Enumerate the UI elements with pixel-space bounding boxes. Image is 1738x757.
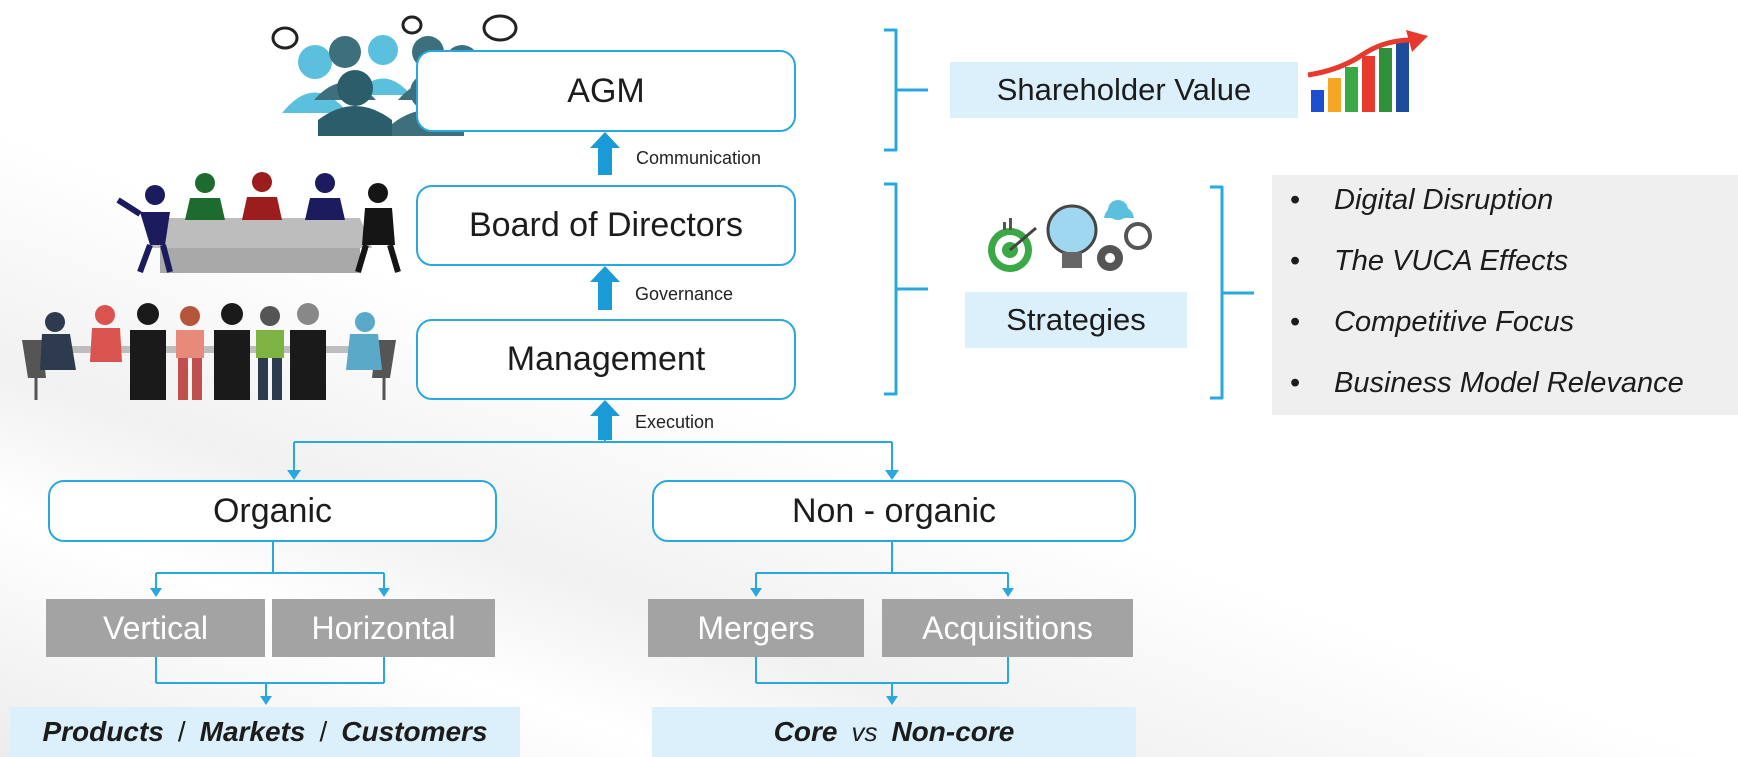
non-organic-join-connector: [755, 657, 1009, 698]
markets-label: Markets: [199, 716, 306, 747]
arrow-to-non-organic-outcome: [886, 696, 898, 705]
execution-split-connector: [293, 437, 893, 470]
slash-separator: /: [177, 716, 186, 747]
mergers-box: Mergers: [648, 599, 864, 657]
non-organic-split-connector: [755, 542, 1009, 590]
arrow-to-organic-outcome: [260, 696, 272, 705]
non-organic-box: Non - organic: [652, 480, 1136, 542]
organic-outcome-box: Products / Markets / Customers: [10, 707, 520, 757]
acquisitions-label: Acquisitions: [922, 609, 1093, 646]
management-team-icon: [22, 303, 396, 400]
arrow-to-organic: [287, 470, 301, 480]
bullet-dot: •: [1290, 306, 1301, 338]
bullet-dot: •: [1290, 367, 1301, 399]
vertical-box: Vertical: [46, 599, 265, 657]
agm-label: AGM: [567, 71, 645, 110]
products-label: Products: [42, 716, 164, 747]
customers-label: Customers: [341, 716, 488, 747]
vertical-label: Vertical: [103, 609, 208, 646]
shareholder-value-label: Shareholder Value: [996, 72, 1252, 107]
shareholder-bracket: [884, 28, 928, 152]
core-label: Core: [773, 716, 838, 747]
agm-box: AGM: [416, 50, 796, 132]
execution-label: Execution: [635, 412, 715, 432]
horizontal-label: Horizontal: [311, 609, 456, 646]
strategy-item-label: The VUCA Effects: [1334, 245, 1569, 277]
governance-arrow: [590, 266, 620, 310]
strategy-items-bracket: [1210, 185, 1254, 400]
horizontal-box: Horizontal: [272, 599, 495, 657]
vs-label: vs: [851, 716, 878, 747]
shareholder-value-pill: Shareholder Value: [950, 62, 1298, 118]
non-core-label: Non-core: [891, 716, 1015, 747]
strategy-item: • Digital Disruption: [1290, 184, 1553, 217]
acquisitions-box: Acquisitions: [882, 599, 1133, 657]
board-meeting-icon: [116, 172, 401, 274]
communication-label: Communication: [636, 148, 762, 168]
arrow-to-horizontal: [378, 588, 390, 597]
bar-chart-icon: [1307, 30, 1428, 112]
arrow-to-acquisitions: [1002, 588, 1014, 597]
non-organic-outcome-box: Core vs Non-core: [652, 707, 1136, 757]
strategies-pill: Strategies: [965, 292, 1187, 348]
management-label: Management: [506, 340, 706, 378]
strategies-bracket: [884, 182, 928, 396]
strategy-item-label: Competitive Focus: [1334, 306, 1575, 338]
organic-box: Organic: [48, 480, 497, 542]
bullet-dot: •: [1290, 245, 1301, 277]
strategies-label: Strategies: [1006, 302, 1146, 337]
management-box: Management: [416, 319, 796, 400]
strategy-items-panel: [1272, 175, 1738, 415]
strategy-item: • Competitive Focus: [1290, 306, 1574, 339]
strategy-item-label: Business Model Relevance: [1334, 367, 1684, 399]
strategies-icon: [988, 200, 1152, 272]
strategy-item: • The VUCA Effects: [1290, 245, 1568, 278]
organic-label: Organic: [212, 491, 333, 530]
execution-arrow: [590, 400, 620, 440]
arrow-to-mergers: [750, 588, 762, 597]
strategy-item: • Business Model Relevance: [1290, 367, 1684, 400]
governance-label: Governance: [635, 284, 734, 304]
non-organic-label: Non - organic: [791, 491, 997, 530]
board-of-directors-box: Board of Directors: [416, 185, 796, 266]
communication-arrow: [590, 132, 620, 175]
arrow-to-vertical: [150, 588, 162, 597]
mergers-label: Mergers: [697, 609, 815, 646]
board-of-directors-label: Board of Directors: [469, 206, 743, 244]
organic-split-connector: [155, 542, 385, 590]
organic-join-connector: [155, 657, 385, 698]
bullet-dot: •: [1290, 184, 1301, 216]
slash-separator: /: [319, 716, 328, 747]
arrow-to-non-organic: [885, 470, 899, 480]
strategy-item-label: Digital Disruption: [1334, 184, 1554, 216]
